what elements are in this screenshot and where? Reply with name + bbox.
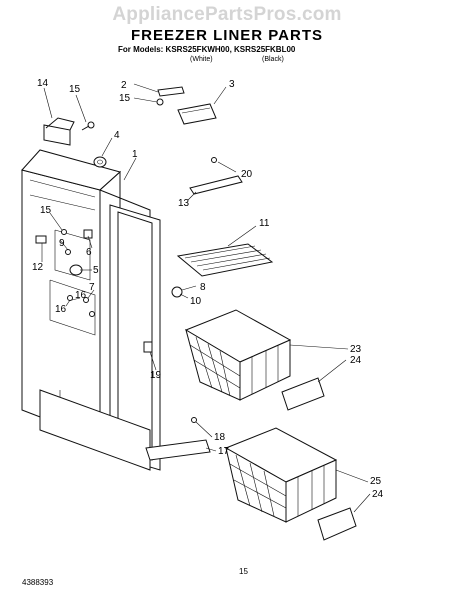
callout-14: 14	[37, 78, 49, 89]
callout-25: 25	[370, 476, 382, 487]
callout-13: 13	[178, 198, 190, 209]
callout-10: 10	[190, 296, 202, 307]
callout-24-upper: 24	[350, 355, 362, 366]
part-4-fitting	[93, 156, 107, 168]
variant-black: (Black)	[262, 56, 284, 63]
callout-2: 2	[121, 80, 127, 91]
callout-3: 3	[229, 79, 235, 90]
callout-7: 7	[89, 282, 95, 293]
freezer-liner-body	[21, 149, 161, 471]
callout-15-top: 15	[69, 84, 81, 95]
callout-16-b: 16	[55, 304, 67, 315]
callout-15-upper: 15	[119, 93, 131, 104]
part-25-wire-basket	[224, 427, 338, 523]
callout-18: 18	[214, 432, 226, 443]
variant-white: (White)	[190, 56, 213, 63]
callout-23: 23	[350, 344, 362, 355]
callout-9: 9	[59, 238, 65, 249]
callout-16-a: 16	[75, 290, 87, 301]
callout-17: 17	[218, 446, 230, 457]
part-17-trim	[145, 417, 211, 461]
callout-24-lower: 24	[372, 489, 384, 500]
callout-8: 8	[200, 282, 206, 293]
callout-15-mid: 15	[40, 205, 52, 216]
callout-11: 11	[259, 218, 270, 229]
callout-4: 4	[114, 130, 120, 141]
small-fittings	[35, 229, 183, 353]
part-2-bracket	[156, 86, 185, 106]
callout-1: 1	[132, 149, 138, 160]
part-13-shelf-rail	[189, 157, 243, 195]
part-3-light-shield	[177, 103, 217, 125]
part-15-screw	[81, 121, 95, 131]
model-subtitle: For Models: KSRS25FKWH00, KSRS25FKBL00	[118, 45, 296, 54]
watermark: AppliancePartsPros.com	[112, 4, 342, 25]
callout-6: 6	[86, 247, 92, 258]
callout-numbers: 14 15 4 1 2 15 3 20 13 11 15 9 6 5 12 7 …	[32, 78, 384, 500]
leader-lines	[41, 83, 371, 513]
callout-20: 20	[241, 169, 253, 180]
callout-19: 19	[150, 370, 162, 381]
part-23-wire-basket	[184, 309, 292, 401]
part-24-basket-trim	[281, 377, 357, 541]
diagram-title: FREEZER LINER PARTS	[130, 27, 324, 44]
callout-12: 12	[32, 262, 44, 273]
part-11-wire-shelf	[176, 243, 274, 277]
part-14-bracket	[43, 117, 75, 146]
document-code: 4388393	[22, 578, 54, 587]
callout-5: 5	[93, 265, 99, 276]
page-number: 15	[239, 567, 248, 576]
